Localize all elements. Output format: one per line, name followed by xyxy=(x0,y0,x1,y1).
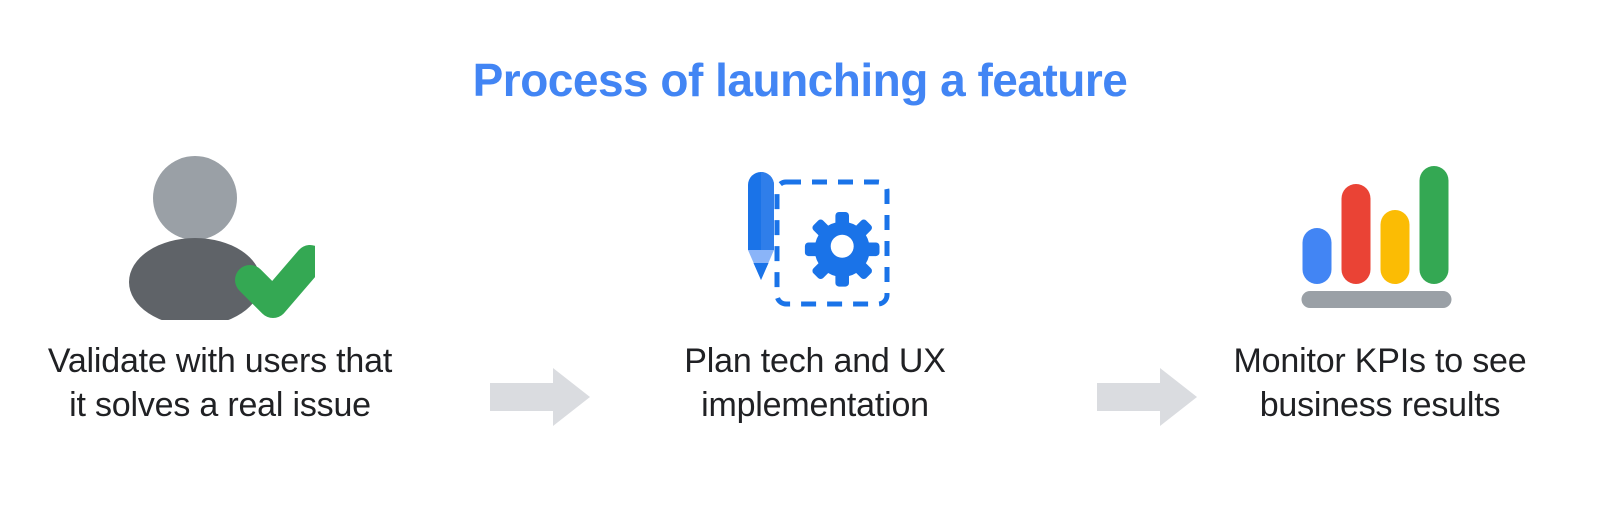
step-icon-area xyxy=(605,140,1025,335)
caption-line-2: implementation xyxy=(701,385,929,424)
chart-bar-4 xyxy=(1419,166,1449,284)
chart-bar-3 xyxy=(1380,210,1410,284)
gear-shape xyxy=(804,212,880,287)
chart-bar-1 xyxy=(1302,228,1332,284)
caption-line-1: Plan tech and UX xyxy=(684,342,946,380)
arrow-right-shape xyxy=(490,368,590,426)
step-icon-area xyxy=(10,140,430,335)
arrow-step2-to-step3-icon xyxy=(1097,368,1197,426)
caption-line-1: Validate with users that xyxy=(47,342,393,380)
caption-line-1: Monitor KPIs to see xyxy=(1233,342,1527,380)
check-mark-shape xyxy=(235,245,315,318)
bar-chart-icon xyxy=(1301,166,1452,308)
page-title: Process of launching a feature xyxy=(472,54,1128,106)
pencil-gear-icon xyxy=(748,172,890,307)
dashed-frame-shape xyxy=(774,179,890,307)
pencil-point-shape xyxy=(753,263,769,280)
arrow-step1-to-step2-icon xyxy=(490,368,590,426)
step-caption: Plan tech and UX implementation xyxy=(605,340,1025,427)
chart-baseline-shape xyxy=(1301,291,1452,308)
step-caption: Monitor KPIs to see business results xyxy=(1170,340,1590,427)
chart-bar-2 xyxy=(1341,184,1371,284)
person-check-icon xyxy=(129,156,315,320)
arrow-right-shape xyxy=(1097,368,1197,426)
person-body-shape xyxy=(129,238,261,320)
process-flow: Validate with users that it solves a rea… xyxy=(0,140,1600,470)
process-step-monitor: Monitor KPIs to see business results xyxy=(1170,140,1590,470)
pencil-body-highlight-shape xyxy=(761,172,774,250)
step-caption: Validate with users that it solves a rea… xyxy=(10,340,430,427)
step-icon-area xyxy=(1170,140,1590,335)
person-head-shape xyxy=(153,156,237,240)
caption-line-2: it solves a real issue xyxy=(69,385,371,424)
process-step-validate: Validate with users that it solves a rea… xyxy=(10,140,430,470)
caption-line-2: business results xyxy=(1259,385,1501,424)
process-step-plan: Plan tech and UX implementation xyxy=(605,140,1025,470)
